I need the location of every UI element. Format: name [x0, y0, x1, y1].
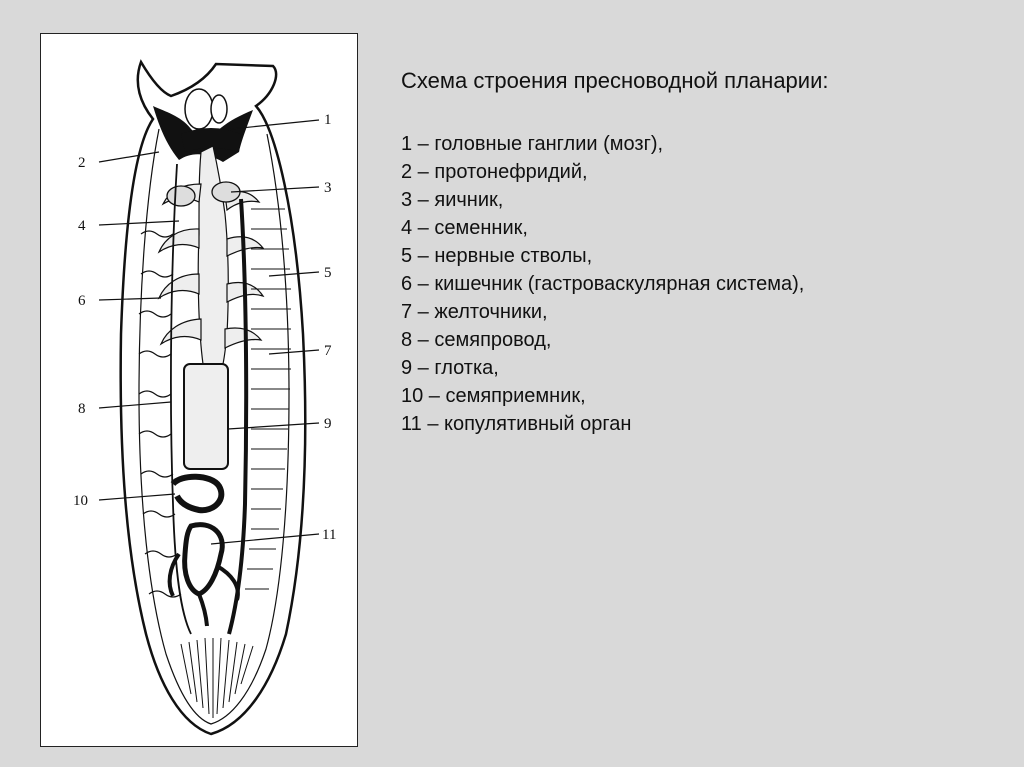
ovary-left [166, 185, 196, 207]
callout-4: 4 [78, 218, 86, 234]
eye-right [210, 94, 228, 124]
callout-7: 7 [324, 343, 332, 359]
pharynx [183, 363, 229, 470]
callout-9: 9 [324, 416, 332, 432]
legend-item: 7 – желточники, [401, 301, 548, 323]
legend-list: 1 – головные ганглии (мозг), 2 – протоне… [401, 130, 1001, 438]
callout-5: 5 [324, 265, 332, 281]
planarian-diagram-panel: 1 2 3 4 5 6 7 8 9 10 11 [40, 33, 358, 747]
callout-10: 10 [73, 493, 88, 509]
legend-item: 6 – кишечник (гастроваскулярная система)… [401, 273, 805, 295]
legend-item: 1 – головные ганглии (мозг), [401, 133, 664, 155]
legend-item: 10 – семяприемник, [401, 385, 586, 407]
planarian-diagram: 1 2 3 4 5 6 7 8 9 10 11 [73, 59, 336, 736]
eye-left [184, 88, 214, 130]
cerebral-ganglia [181, 128, 241, 152]
legend-item: 5 – нервные стволы, [401, 245, 593, 267]
tail-striations [180, 637, 254, 718]
legend: Схема строения пресноводной планарии: 1 … [401, 68, 1001, 438]
callout-11: 11 [322, 527, 336, 543]
callout-lines [98, 119, 320, 545]
callout-1: 1 [324, 112, 332, 128]
legend-item: 2 – протонефридий, [401, 161, 588, 183]
seminal-receptacle [170, 473, 225, 514]
legend-item: 3 – яичник, [401, 189, 504, 211]
callout-2: 2 [78, 155, 86, 171]
legend-item: 11 – копулятивный орган [401, 413, 632, 435]
lateral-tubules-left [138, 230, 182, 598]
genital-ducts [167, 552, 240, 627]
callout-6: 6 [78, 293, 86, 309]
slide-title: Схема строения пресноводной планарии: [401, 68, 829, 93]
body-inner-margin [138, 128, 290, 725]
lateral-tubules-right [245, 208, 291, 590]
callout-3: 3 [324, 180, 332, 196]
legend-item: 9 – глотка, [401, 357, 499, 379]
legend-item: 8 – семяпровод, [401, 329, 552, 351]
nerve-cord-left [170, 163, 192, 635]
legend-item: 4 – семенник, [401, 217, 528, 239]
callout-8: 8 [78, 401, 86, 417]
